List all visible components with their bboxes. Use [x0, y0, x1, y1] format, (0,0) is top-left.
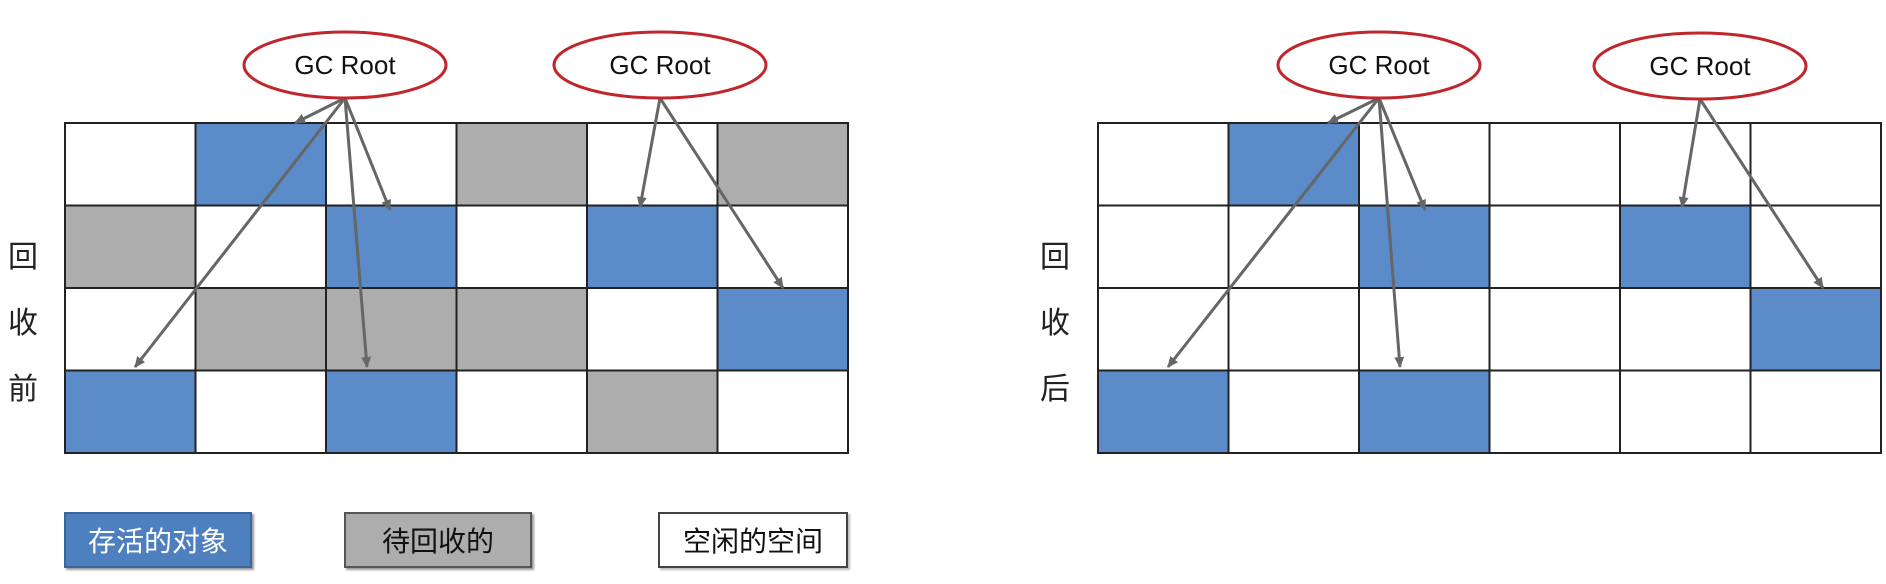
memory-cell-free [64, 287, 197, 372]
memory-cell-free [1749, 369, 1882, 454]
memory-cell-free [1358, 287, 1491, 372]
side-label-after-2: 收 [1040, 306, 1070, 341]
memory-cell-garbage [64, 204, 197, 289]
gc-root-node [242, 30, 448, 100]
side-label-before-2: 收 [8, 306, 38, 341]
gc-root-label: GC Root [609, 50, 711, 80]
memory-cell-free [64, 122, 197, 207]
memory-cell-alive [1097, 369, 1230, 454]
memory-cell-alive [1619, 204, 1752, 289]
memory-cell-garbage [586, 369, 719, 454]
memory-cell-free [1488, 369, 1621, 454]
panel-before: GC Root GC Root [64, 30, 849, 454]
memory-cell-free [1097, 287, 1230, 372]
memory-cell-free [1488, 287, 1621, 372]
reference-arrow [1166, 97, 1381, 368]
memory-cell-alive [586, 204, 719, 289]
memory-cell-free [1619, 287, 1752, 372]
memory-cell-free [194, 369, 327, 454]
memory-cell-alive [325, 369, 458, 454]
side-label-after-1: 回 [1040, 240, 1070, 275]
panel-after: GC Root GC Root [1097, 30, 1882, 454]
reference-arrow [1377, 97, 1405, 368]
memory-cell-free [1488, 204, 1621, 289]
memory-cell-alive [1749, 287, 1882, 372]
memory-cell-free [1227, 369, 1360, 454]
gc-root-node [552, 30, 768, 100]
memory-cell-free [1227, 287, 1360, 372]
memory-cell-garbage [716, 122, 849, 207]
reference-arrow [636, 97, 662, 208]
reference-arrow [1377, 97, 1427, 211]
reference-arrow [343, 97, 392, 211]
reference-arrow [133, 97, 347, 368]
memory-cell-alive [716, 287, 849, 372]
memory-cell-free [1097, 122, 1230, 207]
reference-arrow [1678, 98, 1702, 208]
legend-garbage: 待回收的 [344, 512, 532, 568]
gc-root-label: GC Root [294, 50, 396, 80]
gc-root-label: GC Root [1649, 51, 1751, 81]
memory-cell-garbage [455, 122, 588, 207]
memory-cell-garbage [194, 287, 327, 372]
memory-cell-free [194, 204, 327, 289]
reference-arrow [343, 97, 372, 368]
legend-alive: 存活的对象 [64, 512, 252, 568]
memory-cell-free [1619, 369, 1752, 454]
memory-cell-alive [64, 369, 197, 454]
reference-arrow [1327, 96, 1380, 125]
memory-cell-alive [1227, 122, 1360, 207]
memory-cell-free [455, 369, 588, 454]
gc-root-node [1276, 30, 1482, 100]
reference-arrow [294, 96, 346, 125]
memory-cell-free [586, 287, 719, 372]
memory-cell-free [1358, 122, 1491, 207]
memory-cell-alive [194, 122, 327, 207]
memory-cell-free [1488, 122, 1621, 207]
memory-cell-free [716, 369, 849, 454]
memory-cell-free [455, 204, 588, 289]
memory-cell-free [1097, 204, 1230, 289]
reference-arrow [658, 97, 785, 289]
legend-free: 空闲的空间 [658, 512, 848, 568]
memory-cell-alive [1358, 204, 1491, 289]
reference-arrow [1698, 98, 1825, 289]
gc-root-label: GC Root [1328, 50, 1430, 80]
memory-cell-alive [1358, 369, 1491, 454]
side-label-before-3: 前 [8, 372, 38, 407]
memory-cell-free [1227, 204, 1360, 289]
memory-cell-alive [325, 204, 458, 289]
memory-cell-garbage [455, 287, 588, 372]
side-label-before-1: 回 [8, 240, 38, 275]
side-label-after-3: 后 [1040, 372, 1070, 407]
memory-cell-free [1749, 122, 1882, 207]
memory-cell-free [325, 122, 458, 207]
memory-cell-garbage [325, 287, 458, 372]
gc-root-node [1592, 31, 1808, 101]
